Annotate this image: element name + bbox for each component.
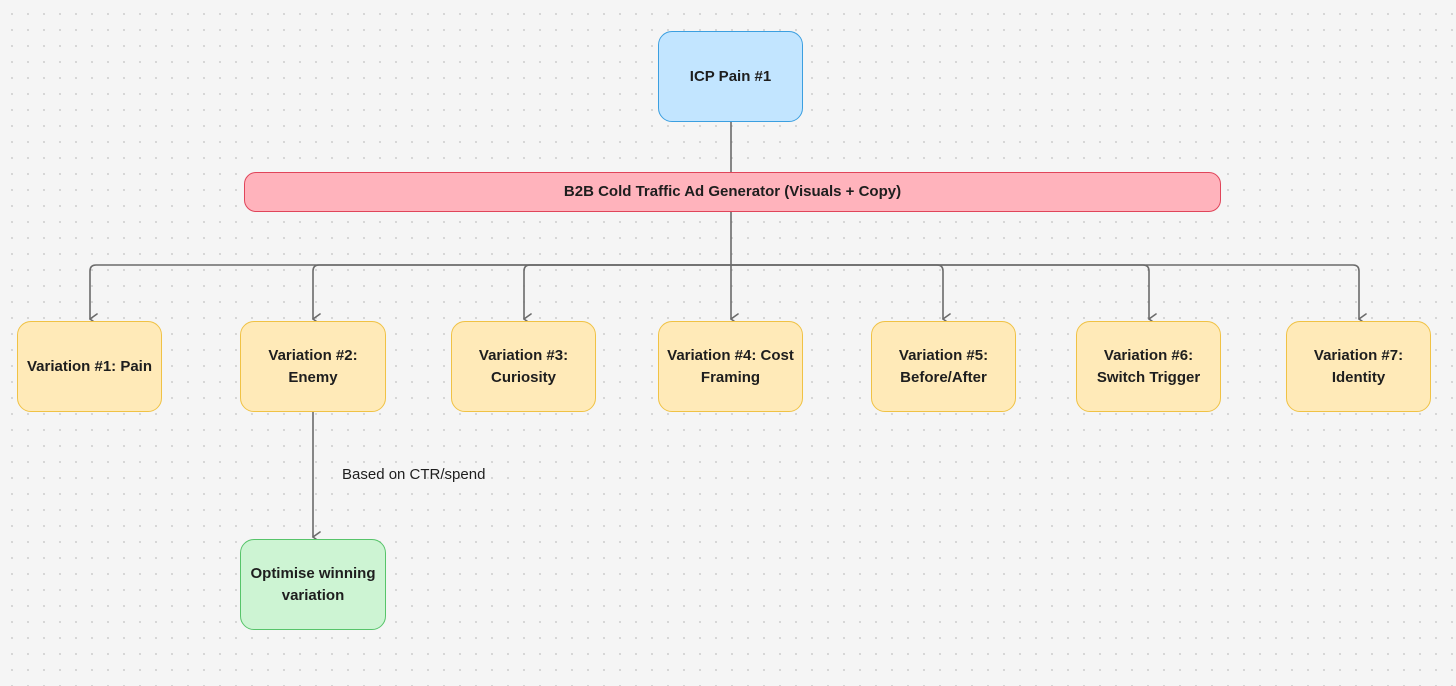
generator-node[interactable]: B2B Cold Traffic Ad Generator (Visuals +… [244, 172, 1221, 212]
variation-node-label: Variation #3: Curiosity [478, 346, 569, 386]
variation-node-label: Variation #1: Pain [26, 357, 153, 375]
variation-node-1[interactable]: Variation #1: Pain [17, 321, 162, 412]
root-node-icp-pain[interactable]: ICP Pain #1 [658, 31, 803, 122]
result-node-optimise[interactable]: Optimise winning variation [240, 539, 386, 630]
variation-node-label: Variation #5: Before/After [898, 346, 989, 386]
connector-to-variation-2 [312, 264, 732, 325]
connector-to-variation-3 [523, 264, 732, 325]
root-node-label: ICP Pain #1 [689, 67, 772, 85]
connector-to-variation-6 [730, 264, 1157, 325]
edge-label-ctr-spend[interactable]: Based on CTR/spend [342, 466, 486, 483]
variation-node-5[interactable]: Variation #5: Before/After [871, 321, 1016, 412]
generator-node-label: B2B Cold Traffic Ad Generator (Visuals +… [563, 183, 902, 200]
variation-node-label: Variation #7: Identity [1313, 346, 1404, 386]
variation-node-3[interactable]: Variation #3: Curiosity [451, 321, 596, 412]
connector-to-variation-1 [89, 264, 732, 325]
variation-node-7[interactable]: Variation #7: Identity [1286, 321, 1431, 412]
connector-to-variation-7 [730, 264, 1367, 325]
connector-to-variation-5 [730, 264, 951, 325]
variation-node-label: Variation #2: Enemy [268, 346, 358, 386]
result-node-label: Optimise winning variation [250, 564, 376, 604]
variation-node-label: Variation #4: Cost Framing [667, 346, 794, 386]
variation-node-label: Variation #6: Switch Trigger [1096, 346, 1201, 386]
variation-node-6[interactable]: Variation #6: Switch Trigger [1076, 321, 1221, 412]
variation-node-4[interactable]: Variation #4: Cost Framing [658, 321, 803, 412]
variation-node-2[interactable]: Variation #2: Enemy [240, 321, 386, 412]
